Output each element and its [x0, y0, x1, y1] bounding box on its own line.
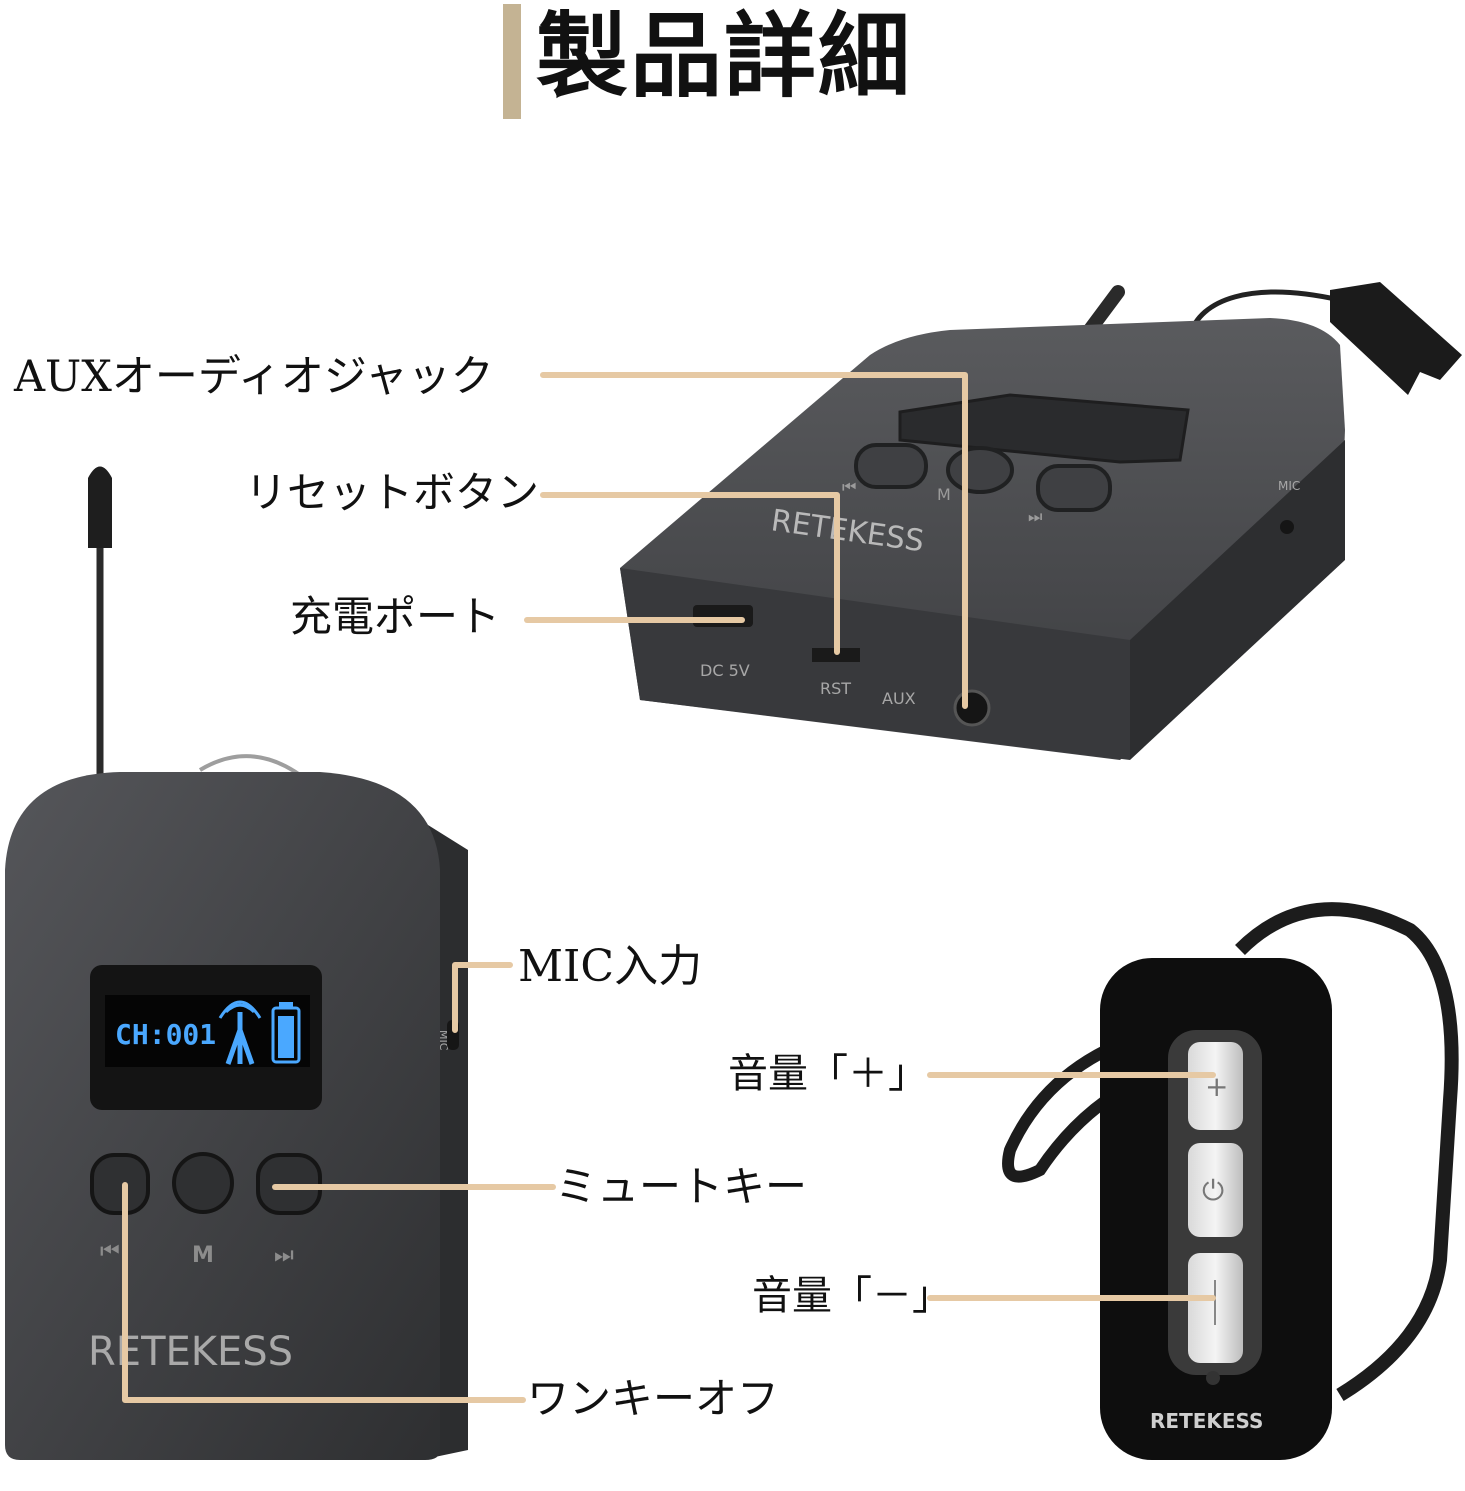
transmitter-prev-icon: ⏮: [100, 1239, 120, 1264]
charging-port-callout: 充電ポート: [290, 592, 501, 641]
reset-callout-line: [540, 492, 840, 655]
volume-up-callout: 音量「＋」: [728, 1051, 928, 1097]
mic-callout-line: [452, 962, 513, 1033]
mic-input-callout: MIC入力: [518, 941, 703, 992]
aux-label: AUX: [882, 689, 916, 708]
title-accent-bar: [503, 4, 521, 119]
rst-button[interactable]: [812, 648, 860, 662]
plus-icon: +: [1205, 1070, 1228, 1103]
transmitter-brand-logo: RETEKESS: [88, 1329, 293, 1375]
base-next-button[interactable]: [1036, 464, 1112, 512]
signal-icon: [218, 1000, 262, 1065]
volume-up-button[interactable]: [1188, 1042, 1243, 1130]
base-m-button[interactable]: [946, 446, 1014, 494]
belt-clip: [198, 754, 302, 777]
power-icon: ⏻: [1202, 1174, 1224, 1207]
base-next-icon: ⏭: [1028, 507, 1042, 526]
base-m-label: M: [937, 485, 951, 504]
transmitter-next-icon: ⏭: [274, 1243, 294, 1268]
channel-readout: CH:001: [115, 1018, 216, 1051]
lanyard-clip: [1330, 282, 1462, 395]
one-key-off-callout: ワンキーオフ: [527, 1374, 780, 1423]
aux-jack: [953, 689, 991, 727]
earpiece-brand-logo: RETEKESS: [1150, 1409, 1263, 1433]
base-prev-icon: ⏮: [842, 477, 856, 496]
base-display: [898, 393, 1190, 464]
dc-port: [693, 605, 753, 627]
transmitter-m-label: M: [192, 1243, 214, 1268]
rst-label: RST: [820, 679, 851, 698]
volume-down-callout: 音量「－」: [752, 1273, 952, 1319]
transmitter-body: [5, 772, 440, 1460]
base-prev-button[interactable]: [854, 443, 928, 489]
reset-button-callout: リセットボタン: [245, 468, 540, 517]
battery-icon: [271, 1002, 301, 1064]
base-right-face: [1130, 440, 1345, 760]
mute-key-callout: ミュートキー: [555, 1162, 808, 1211]
transmitter-mic-label: MIC: [437, 1030, 450, 1051]
dc-port-label: DC 5V: [700, 661, 750, 680]
ear-loop: [1002, 1024, 1162, 1183]
base-mic-port: [1280, 520, 1294, 534]
ear-hook: [1235, 902, 1459, 1401]
callout-lines: [122, 372, 1216, 1403]
one-key-off-callout-line: [122, 1182, 526, 1403]
transmitter-m-button[interactable]: [172, 1152, 234, 1214]
antenna-tip: [88, 466, 112, 548]
transmitter: CH:001 ⏮ M ⏭ RETEKESS MIC: [5, 466, 468, 1460]
transmitter-prev-button[interactable]: [90, 1153, 150, 1215]
base-unit: ⏮ M ⏭ RETEKESS DC 5V RST AUX MIC: [620, 282, 1462, 760]
earpiece: + ⏻ RETEKESS: [1002, 902, 1459, 1460]
power-button[interactable]: [1188, 1143, 1243, 1237]
aux-callout-line: [540, 372, 968, 709]
page-title: 製品詳細: [536, 3, 913, 110]
aux-jack-callout: AUXオーディオジャック: [14, 352, 494, 402]
base-mic-label: MIC: [1278, 479, 1300, 493]
status-led: [1206, 1371, 1220, 1385]
